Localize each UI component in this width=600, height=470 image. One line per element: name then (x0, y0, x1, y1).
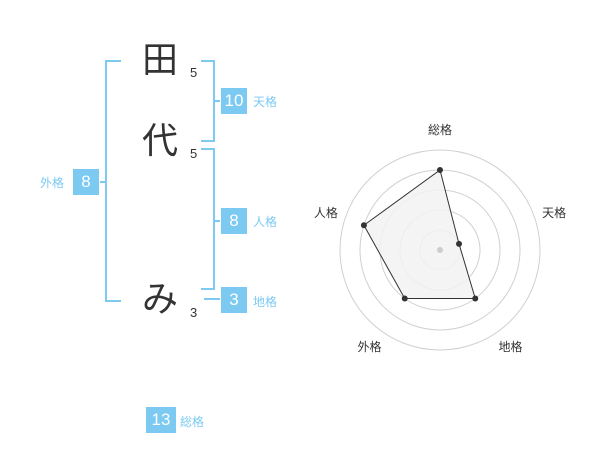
radar-axis-label-3: 外格 (357, 339, 381, 354)
radar-axis-label-2: 地格 (499, 339, 523, 354)
jinkaku-bracket (201, 148, 215, 290)
gaikaku-connector (100, 181, 107, 183)
radar-polygon (363, 169, 476, 300)
gaikaku-bracket (105, 60, 121, 302)
radar-center-dot (437, 247, 443, 253)
jinkaku-connector (213, 220, 220, 222)
tenkaku-connector (213, 100, 220, 102)
stroke-count-2: 5 (190, 146, 198, 161)
stroke-count-1: 5 (190, 65, 198, 80)
radar-ring (339, 149, 541, 351)
radar-point-0 (437, 167, 443, 173)
gaikaku-value: 8 (73, 169, 99, 195)
name-char-2: 代 (141, 121, 178, 162)
radar-axis-label-1: 天格 (542, 205, 566, 220)
name-char-1: 田 (141, 40, 178, 81)
radar-point-3 (401, 295, 408, 302)
chikaku-connector (204, 298, 220, 300)
gaikaku-label: 外格 (40, 176, 65, 190)
jinkaku-label: 人格 (253, 215, 278, 229)
soukaku-value: 13 (146, 407, 176, 433)
radar-axis-label-4: 人格 (314, 205, 338, 220)
soukaku-label: 総格 (180, 415, 205, 429)
chikaku-value: 3 (221, 287, 247, 313)
radar-axis-label-0: 総格 (428, 122, 452, 137)
name-char-3: み (141, 279, 178, 320)
tenkaku-value: 10 (221, 88, 247, 114)
jinkaku-value: 8 (221, 208, 247, 234)
radar-point-4 (360, 222, 367, 229)
chikaku-label: 地格 (253, 295, 278, 309)
radar-point-1 (456, 240, 463, 247)
radar-point-2 (472, 295, 479, 302)
stroke-count-3: 3 (190, 305, 198, 320)
tenkaku-label: 天格 (253, 95, 278, 109)
